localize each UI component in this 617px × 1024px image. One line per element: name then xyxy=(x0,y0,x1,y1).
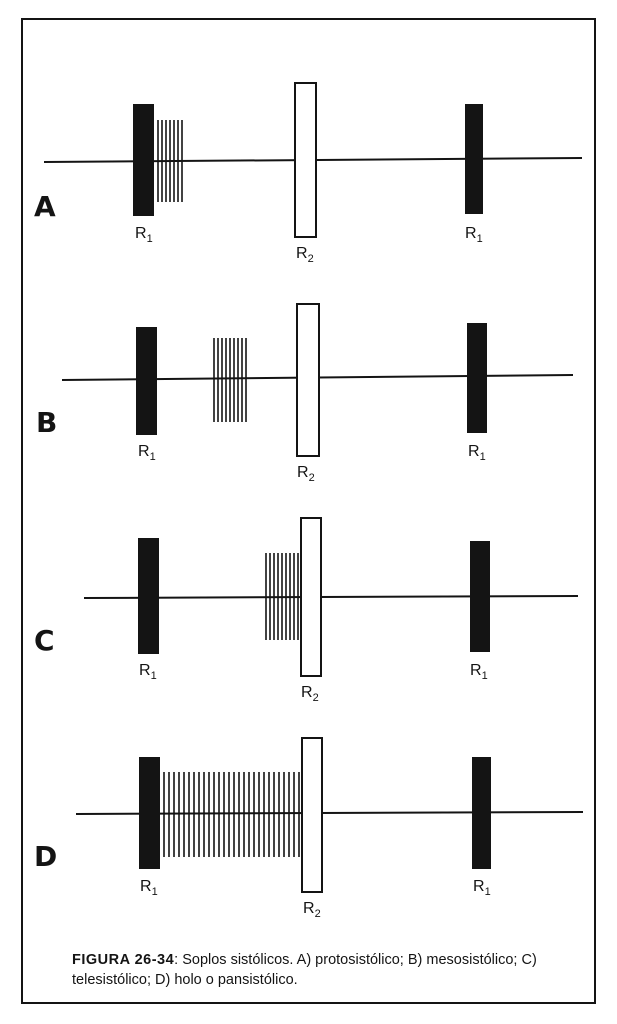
s2-bar-a xyxy=(294,82,317,238)
s2-label-d: R2 xyxy=(303,900,321,920)
s1-label-a: R1 xyxy=(135,225,153,245)
s1-label-c: R1 xyxy=(139,662,157,682)
s1-bar-next-a xyxy=(465,104,483,214)
s1-bar-b xyxy=(136,327,157,435)
s1-bar-next-c xyxy=(470,541,490,652)
panel-a: A R1 R2 R1 xyxy=(34,82,583,265)
murmur-lines-a xyxy=(157,120,183,202)
s2-label-b: R2 xyxy=(297,464,315,484)
panel-d: D R1 R2 R1 xyxy=(34,737,584,920)
murmur-lines-c xyxy=(265,553,299,640)
s1-label-d: R1 xyxy=(140,878,158,898)
figure-caption: FIGURA 26-34: Soplos sistólicos. A) prot… xyxy=(72,950,577,990)
panel-letter-d: D xyxy=(34,840,57,873)
s1-label-next-b: R1 xyxy=(468,443,486,463)
s1-bar-c xyxy=(138,538,159,654)
s2-bar-c xyxy=(300,517,322,677)
figure-number: FIGURA 26-34 xyxy=(72,952,175,968)
s1-bar-a xyxy=(133,104,154,216)
panel-letter-a: A xyxy=(34,190,56,223)
s1-label-b: R1 xyxy=(138,443,156,463)
s1-label-next-a: R1 xyxy=(465,225,483,245)
s2-label-a: R2 xyxy=(296,245,314,265)
murmur-lines-d xyxy=(163,772,300,857)
figure-frame xyxy=(21,18,596,1004)
baseline-d xyxy=(75,811,584,815)
panel-c: C R1 R2 R1 xyxy=(34,517,579,704)
s1-bar-next-d xyxy=(472,757,491,869)
panel-letter-c: C xyxy=(34,624,55,657)
s2-bar-b xyxy=(296,303,320,457)
murmur-lines-b xyxy=(213,338,247,422)
s1-bar-next-b xyxy=(467,323,487,433)
panel-b: B R1 R2 R1 xyxy=(36,303,574,484)
baseline-c xyxy=(83,595,579,599)
panel-letter-b: B xyxy=(36,406,57,439)
s1-bar-d xyxy=(139,757,160,869)
s1-label-next-d: R1 xyxy=(473,878,491,898)
s2-bar-d xyxy=(301,737,323,893)
s1-label-next-c: R1 xyxy=(470,662,488,682)
s2-label-c: R2 xyxy=(301,684,319,704)
figure-caption-text: : Soplos sistólicos. A) protosistólico; … xyxy=(72,952,537,988)
